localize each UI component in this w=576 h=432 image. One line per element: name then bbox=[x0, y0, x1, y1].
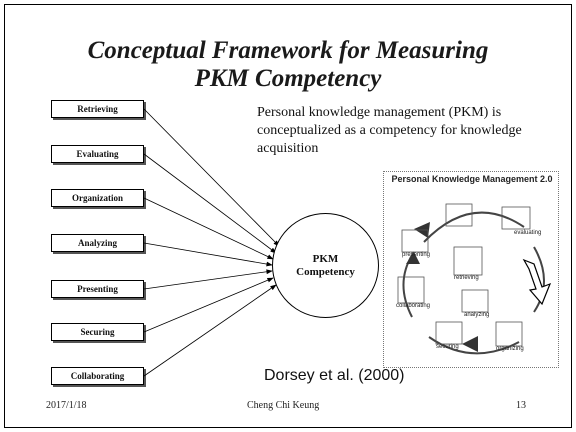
footer-author: Cheng Chi Keung bbox=[247, 400, 320, 411]
sketch-securing bbox=[435, 321, 463, 345]
step-analyzing: analyzing bbox=[464, 312, 490, 318]
step-evaluating: evaluating bbox=[514, 230, 542, 236]
cycle-arc-bottom bbox=[428, 336, 520, 355]
pkm-illustration-title: Personal Knowledge Management 2.0 bbox=[391, 174, 553, 184]
pkm-competency-circle: PKM Competency bbox=[272, 213, 379, 318]
center-label-line2: Competency bbox=[296, 265, 355, 278]
arrow-evaluating bbox=[143, 153, 277, 254]
sketch-organizing bbox=[495, 321, 523, 347]
center-label-line1: PKM bbox=[312, 252, 339, 265]
sketch-presenting bbox=[401, 229, 429, 253]
dark-arrowhead-bottom bbox=[462, 336, 478, 352]
citation: Dorsey et al. (2000) bbox=[264, 367, 405, 384]
footer-date: 2017/1/18 bbox=[46, 400, 87, 411]
arrow-securing bbox=[143, 277, 274, 333]
arrow-retrieving bbox=[143, 108, 280, 247]
box-retrieving: Retrieving bbox=[51, 100, 144, 118]
pkm-cycle-graphic bbox=[397, 203, 552, 355]
sketch-retrieving bbox=[445, 203, 473, 227]
pkm-illustration: Personal Knowledge Management 2.0 presen… bbox=[383, 171, 559, 368]
box-presenting: Presenting bbox=[51, 280, 144, 298]
box-organization: Organization bbox=[51, 189, 144, 207]
footer-page-number: 13 bbox=[516, 400, 526, 411]
step-collaborating: collaborating bbox=[396, 303, 431, 309]
step-organizing: organizing bbox=[496, 346, 524, 352]
box-collaborating: Collaborating bbox=[51, 367, 144, 385]
cycle-arc-top bbox=[423, 211, 525, 243]
cycle-arc-right bbox=[533, 246, 545, 313]
sketch-center bbox=[453, 246, 483, 276]
step-presenting: presenting bbox=[402, 252, 431, 258]
hollow-arrow bbox=[522, 258, 552, 306]
arrow-collaborating bbox=[143, 284, 277, 377]
slide-title-line1: Conceptual Framework for Measuring bbox=[87, 37, 489, 64]
box-evaluating: Evaluating bbox=[51, 145, 144, 163]
arrow-presenting bbox=[143, 269, 273, 290]
dark-arrowhead-left bbox=[406, 252, 420, 264]
description-text: Personal knowledge management (PKM) is c… bbox=[257, 105, 522, 156]
arrow-organization bbox=[143, 197, 274, 260]
sketch-analyzing bbox=[461, 289, 489, 313]
box-securing: Securing bbox=[51, 323, 144, 341]
step-retrieving: retrieving bbox=[454, 275, 479, 281]
arrow-analyzing bbox=[143, 242, 273, 267]
slide-title-line2: PKM Competency bbox=[194, 65, 382, 92]
box-analyzing: Analyzing bbox=[51, 234, 144, 252]
sketch-collaborating bbox=[397, 276, 425, 304]
step-securing: securing bbox=[436, 344, 459, 350]
sketch-evaluating bbox=[501, 206, 531, 230]
